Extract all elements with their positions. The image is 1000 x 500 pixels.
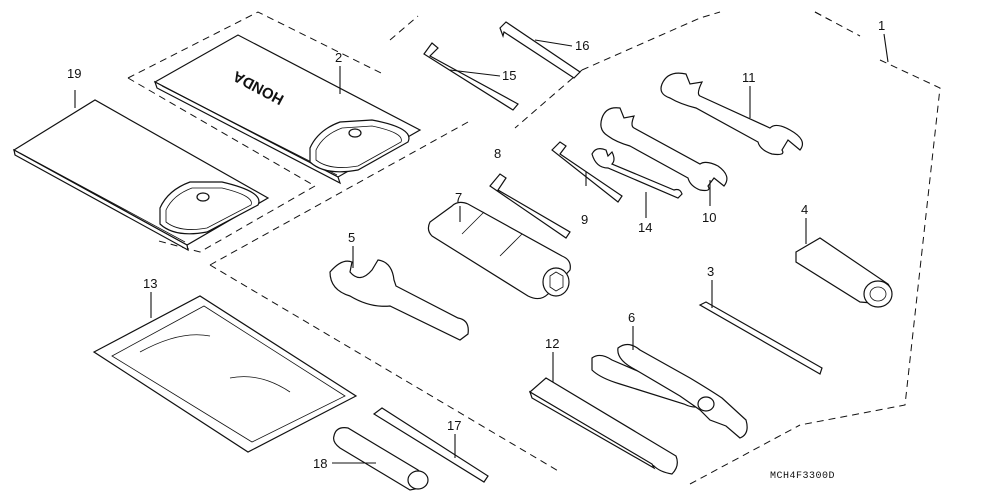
callout-labels: 1 2 3 4 5 6 7 8 9 10 11 12 13 14 15 16 1…	[67, 18, 885, 471]
callout-9: 9	[581, 212, 588, 227]
part-16-hex-key	[499, 21, 581, 79]
callout-1: 1	[878, 18, 885, 33]
callout-16: 16	[575, 38, 589, 53]
part-4-socket	[795, 237, 893, 308]
callout-7: 7	[455, 190, 462, 205]
part-11-open-wrench	[660, 72, 803, 156]
callout-13: 13	[143, 276, 157, 291]
part-15-hex-key	[423, 42, 519, 111]
callout-3: 3	[707, 264, 714, 279]
part-13-clear-bag	[92, 295, 358, 453]
callout-2: 2	[335, 50, 342, 65]
callout-12: 12	[545, 336, 559, 351]
part-8-hex-key	[489, 173, 571, 239]
diagram-code: MCH4F3300D	[770, 471, 835, 482]
part-10-open-wrench	[600, 107, 728, 192]
part-9-hex-key	[551, 141, 623, 203]
part-7-socket-wrench	[427, 201, 571, 300]
callout-19: 19	[67, 66, 81, 81]
part-12-tool-holder	[528, 377, 678, 475]
callout-8: 8	[494, 146, 501, 161]
callout-11: 11	[742, 70, 756, 85]
callout-10: 10	[702, 210, 716, 225]
part-18-screwdriver-handle	[333, 427, 429, 491]
part-14-spanner	[591, 148, 683, 199]
callout-4: 4	[801, 202, 808, 217]
leader-lines	[74, 33, 889, 464]
callout-15: 15	[502, 68, 516, 83]
callout-17: 17	[447, 418, 461, 433]
callout-6: 6	[628, 310, 635, 325]
part-17-screwdriver	[372, 407, 489, 483]
group-boundaries	[127, 11, 941, 485]
part-19-tool-bag	[12, 99, 270, 252]
part-5-pin-spanner	[329, 259, 469, 341]
part-2-tool-bag: HONDA	[153, 34, 422, 185]
part-3-screwdriver	[698, 301, 823, 375]
part-6-pliers	[591, 343, 748, 439]
callout-18: 18	[313, 456, 327, 471]
callout-14: 14	[638, 220, 652, 235]
callout-5: 5	[348, 230, 355, 245]
